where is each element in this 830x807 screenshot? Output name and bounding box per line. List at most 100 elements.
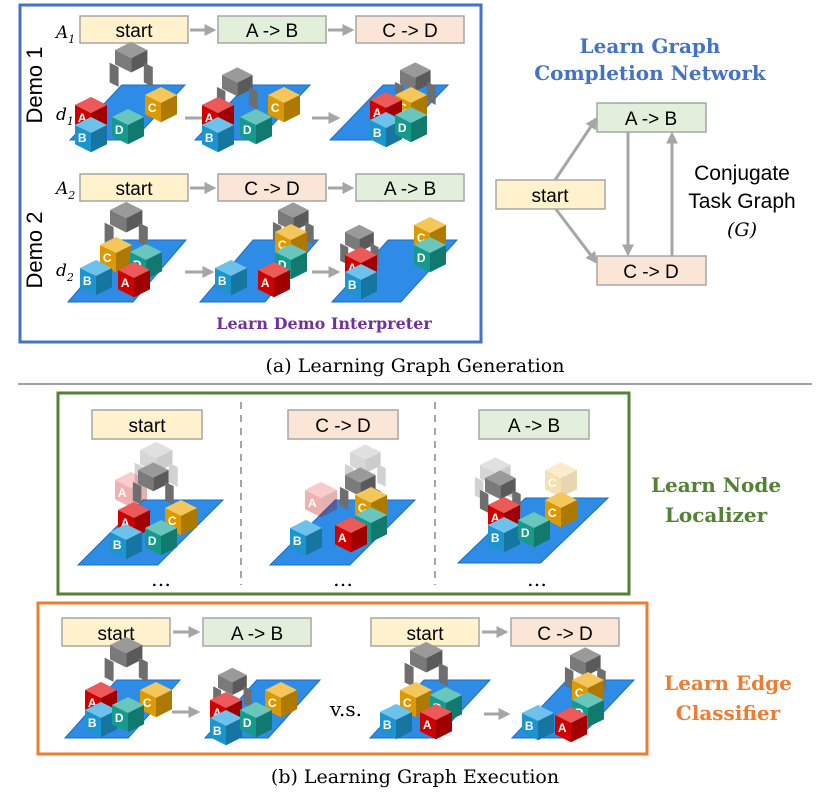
graph-node-start xyxy=(495,179,606,210)
block-letter: A xyxy=(423,718,432,732)
graph-node-cd-label: C -> D xyxy=(623,262,678,283)
block-d: D xyxy=(145,520,177,556)
block-b: B xyxy=(488,517,520,553)
demo2-node-cd xyxy=(217,173,327,202)
block-letter: D xyxy=(115,711,124,725)
classifier-label-line2: Classifier xyxy=(676,701,781,725)
demo1-node-ab xyxy=(217,15,327,44)
block-d: D xyxy=(414,237,446,273)
block-b: B xyxy=(80,260,112,296)
block-letter: B xyxy=(88,716,97,730)
conjugate-task-graph: start A -> B C -> D xyxy=(495,102,707,286)
block-letter: A xyxy=(121,516,130,530)
block-b: B xyxy=(110,524,142,560)
localizer-node-start-label: start xyxy=(129,416,167,437)
block-letter: C xyxy=(417,231,426,245)
block-letter: B xyxy=(83,274,92,288)
block-letter: A xyxy=(118,486,127,500)
block-b: B xyxy=(345,264,377,300)
classifier-right-node-cd xyxy=(510,617,620,647)
completion-label-line2: Completion Network xyxy=(534,61,767,85)
block-letter: C xyxy=(548,506,557,520)
localizer-node-cd xyxy=(287,409,399,440)
demo2-scene-3: AB CD xyxy=(330,217,459,303)
localizer-label-line1: Learn Node xyxy=(651,473,781,497)
gripper xyxy=(404,641,448,687)
block-letter: C xyxy=(575,686,584,700)
block-b: B xyxy=(215,260,247,296)
block-d: D xyxy=(240,702,272,738)
block-letter: B xyxy=(293,534,302,548)
classifier-right-node-start xyxy=(370,617,480,647)
block-a: A xyxy=(258,262,290,298)
demo2-node-ab xyxy=(355,173,465,202)
block-letter: A xyxy=(78,111,87,125)
block-d: D xyxy=(112,109,144,145)
localizer-node-start xyxy=(91,409,203,440)
block-a: A xyxy=(420,704,452,740)
demo2-node-cd-label: C -> D xyxy=(244,179,299,200)
block-b: B xyxy=(210,710,242,746)
ellipsis-2: … xyxy=(333,567,353,591)
block-c: C xyxy=(265,682,297,718)
demo1-scene-1: C AB D xyxy=(68,41,187,153)
localizer-label-line2: Localizer xyxy=(665,503,768,527)
block-letter: B xyxy=(78,131,87,145)
demo1-node-cd-label: C -> D xyxy=(382,21,437,42)
block-letter: C xyxy=(148,101,157,115)
block-letter: D xyxy=(243,123,252,137)
block-a: A xyxy=(118,262,150,298)
classifier-right-node-start-label: start xyxy=(407,624,445,645)
demo2-node-start xyxy=(79,173,189,202)
classifier-right-node-cd-label: C -> D xyxy=(537,624,592,645)
classifier-scene-2: C ABD xyxy=(203,667,322,746)
block-letter: D xyxy=(398,121,407,135)
block-letter: C xyxy=(271,101,280,115)
graph-node-ab xyxy=(596,102,707,133)
gripper xyxy=(564,647,606,690)
a2-label: A2 xyxy=(54,179,75,202)
block-b: B xyxy=(75,117,107,153)
gripper xyxy=(394,62,436,105)
block-letter: A xyxy=(308,496,317,510)
block-letter: C xyxy=(278,238,287,252)
gripper xyxy=(109,41,153,87)
interpreter-label: Learn Demo Interpreter xyxy=(216,314,432,333)
conjugate-label-line1: Conjugate xyxy=(694,162,790,185)
gripper xyxy=(104,636,148,682)
block-b: B xyxy=(85,702,117,738)
block-letter: B xyxy=(383,718,392,732)
block-c: C xyxy=(140,682,172,718)
block-d: D xyxy=(518,512,550,548)
graph-edge-start-cd xyxy=(553,207,598,264)
block-b: B xyxy=(522,705,554,741)
demo2-label: Demo 2 xyxy=(22,211,47,288)
block-letter: C xyxy=(143,696,152,710)
block-letter: A xyxy=(348,261,357,275)
localizer-scene-cd: ACDAB xyxy=(268,444,417,566)
block-c: C xyxy=(545,492,577,528)
block-letter: B xyxy=(348,278,357,292)
block-letter: A xyxy=(213,706,222,720)
caption-b: (b) Learning Graph Execution xyxy=(271,766,559,788)
block-letter: D xyxy=(243,716,252,730)
block-a: A xyxy=(75,97,107,133)
block-letter: D xyxy=(521,526,530,540)
ellipsis-3: … xyxy=(527,567,547,591)
block-a: A xyxy=(555,707,587,743)
graph-node-start-label: start xyxy=(532,186,570,207)
demo1-sequence: start A -> B C -> D xyxy=(79,15,465,44)
block-letter: A xyxy=(338,531,347,545)
block-a: A xyxy=(305,482,337,518)
block-letter: D xyxy=(417,251,426,265)
classifier-left-node-ab xyxy=(202,617,312,647)
gripper xyxy=(213,667,252,708)
block-letter: A xyxy=(491,511,500,525)
block-letter: C xyxy=(358,501,367,515)
localizer-panel-frame xyxy=(56,391,631,596)
block-letter: A xyxy=(373,106,382,120)
